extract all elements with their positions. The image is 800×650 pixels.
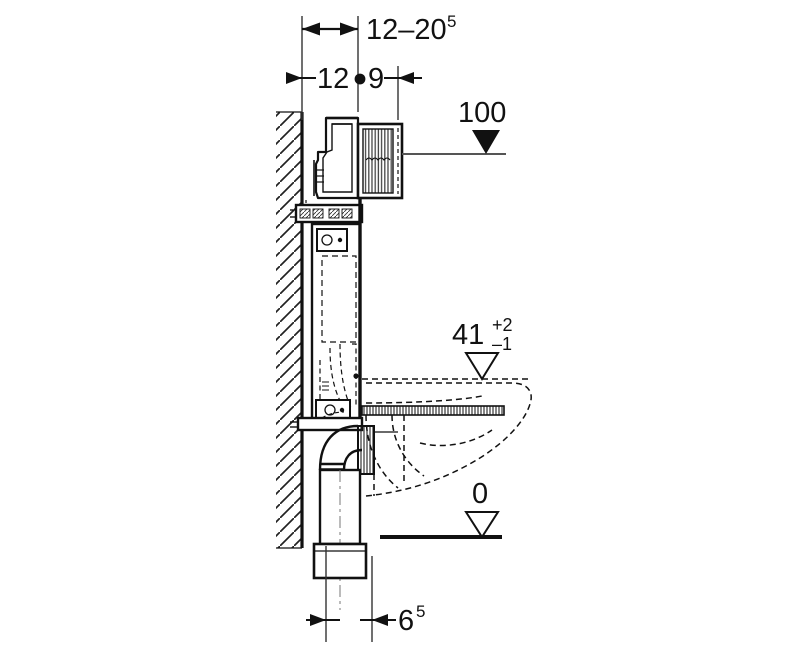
dimension-top-inner-right-label: 9 [368, 63, 384, 95]
dimension-bottom-superscript: 5 [416, 602, 425, 621]
level-marker-100: 100 [402, 97, 506, 155]
dimension-top-overall-superscript: 5 [447, 12, 456, 31]
level-41-tolerance-upper: +2 [492, 315, 513, 335]
level-41-label: 41 [452, 319, 484, 351]
dimension-top-overall-label: 12–20 [366, 14, 447, 46]
level-marker-0: 0 [464, 478, 500, 539]
open-triangle-icon [464, 352, 500, 381]
waste-elbow [318, 424, 363, 471]
wc-pan-outline [365, 382, 532, 497]
flush-valve-assembly [313, 116, 360, 200]
filled-triangle-icon [472, 130, 500, 154]
dimension-bottom-label: 6 [398, 605, 414, 637]
level-0-label: 0 [472, 478, 488, 510]
waste-pipe-socket [312, 542, 368, 580]
dimension-top-overall: 12–20 5 [301, 12, 456, 112]
wall-bracket-lower [290, 416, 364, 432]
dimension-top-inner: 12 9 [286, 63, 422, 120]
wall-bracket-upper [290, 200, 364, 224]
level-41-tolerance-lower: –1 [492, 334, 512, 354]
dimension-dot-separator-icon [354, 73, 366, 85]
actuator-plate [356, 122, 404, 200]
cistern-body [310, 198, 362, 424]
flush-pipe-connector [357, 405, 505, 475]
level-100-label: 100 [458, 97, 506, 129]
open-triangle-icon [464, 511, 500, 539]
level-marker-41: 41 +2 –1 [362, 315, 528, 381]
wall-hatching [276, 111, 304, 549]
dimension-bottom: 6 5 [306, 546, 425, 642]
dimension-top-inner-left-label: 12 [317, 63, 349, 95]
